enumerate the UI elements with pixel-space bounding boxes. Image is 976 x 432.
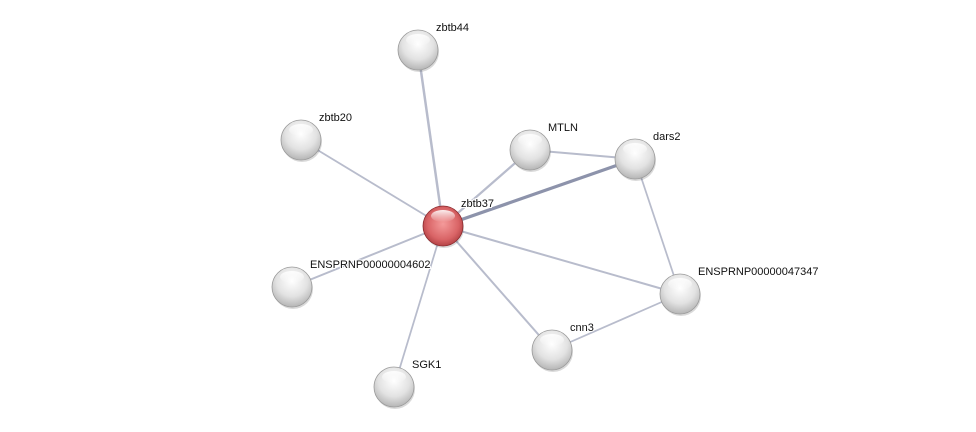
node-ENSPRNP00000047347[interactable]: ENSPRNP00000047347 [659,265,819,316]
node-label: dars2 [653,131,681,143]
node-zbtb44[interactable]: zbtb44 [397,21,470,72]
edge-zbtb37-zbtb44[interactable] [416,49,445,227]
node-zbtb20[interactable]: zbtb20 [280,111,353,162]
node-MTLN[interactable]: MTLN [509,121,579,172]
edge-dars2-ENSPRNP00000047347[interactable] [634,158,681,295]
node-highlight [518,134,542,146]
edge-ENSPRNP00000047347-cnn3[interactable] [551,293,681,351]
node-label: SGK1 [412,359,441,371]
node-label: MTLN [548,122,578,134]
edge-zbtb37-SGK1[interactable] [393,225,444,388]
node-label: zbtb44 [436,22,469,34]
node-cnn3[interactable]: cnn3 [531,321,595,372]
node-highlight [382,371,406,383]
edge-zbtb37-cnn3[interactable] [442,225,553,351]
node-highlight [623,143,647,155]
edge-zbtb37-zbtb20[interactable] [300,139,444,227]
node-ENSPRNP00000004602[interactable]: ENSPRNP00000004602 [271,258,431,309]
node-highlight [280,271,304,283]
node-highlight [406,34,430,46]
edge-zbtb37-ENSPRNP00000004602[interactable] [291,225,444,288]
node-zbtb37[interactable]: zbtb37 [422,197,495,248]
node-label: ENSPRNP00000004602 [310,259,430,271]
node-SGK1[interactable]: SGK1 [373,358,442,409]
node-label: cnn3 [570,322,594,334]
edge-zbtb37-dars2[interactable] [442,157,636,228]
node-highlight [289,124,313,136]
node-highlight [431,210,455,222]
edge-zbtb37-ENSPRNP00000047347[interactable] [442,225,681,295]
node-label: zbtb37 [461,198,494,210]
node-label: ENSPRNP00000047347 [698,266,818,278]
node-label: zbtb20 [319,112,352,124]
node-highlight [668,278,692,290]
node-highlight [540,334,564,346]
node-dars2[interactable]: dars2 [614,130,682,181]
